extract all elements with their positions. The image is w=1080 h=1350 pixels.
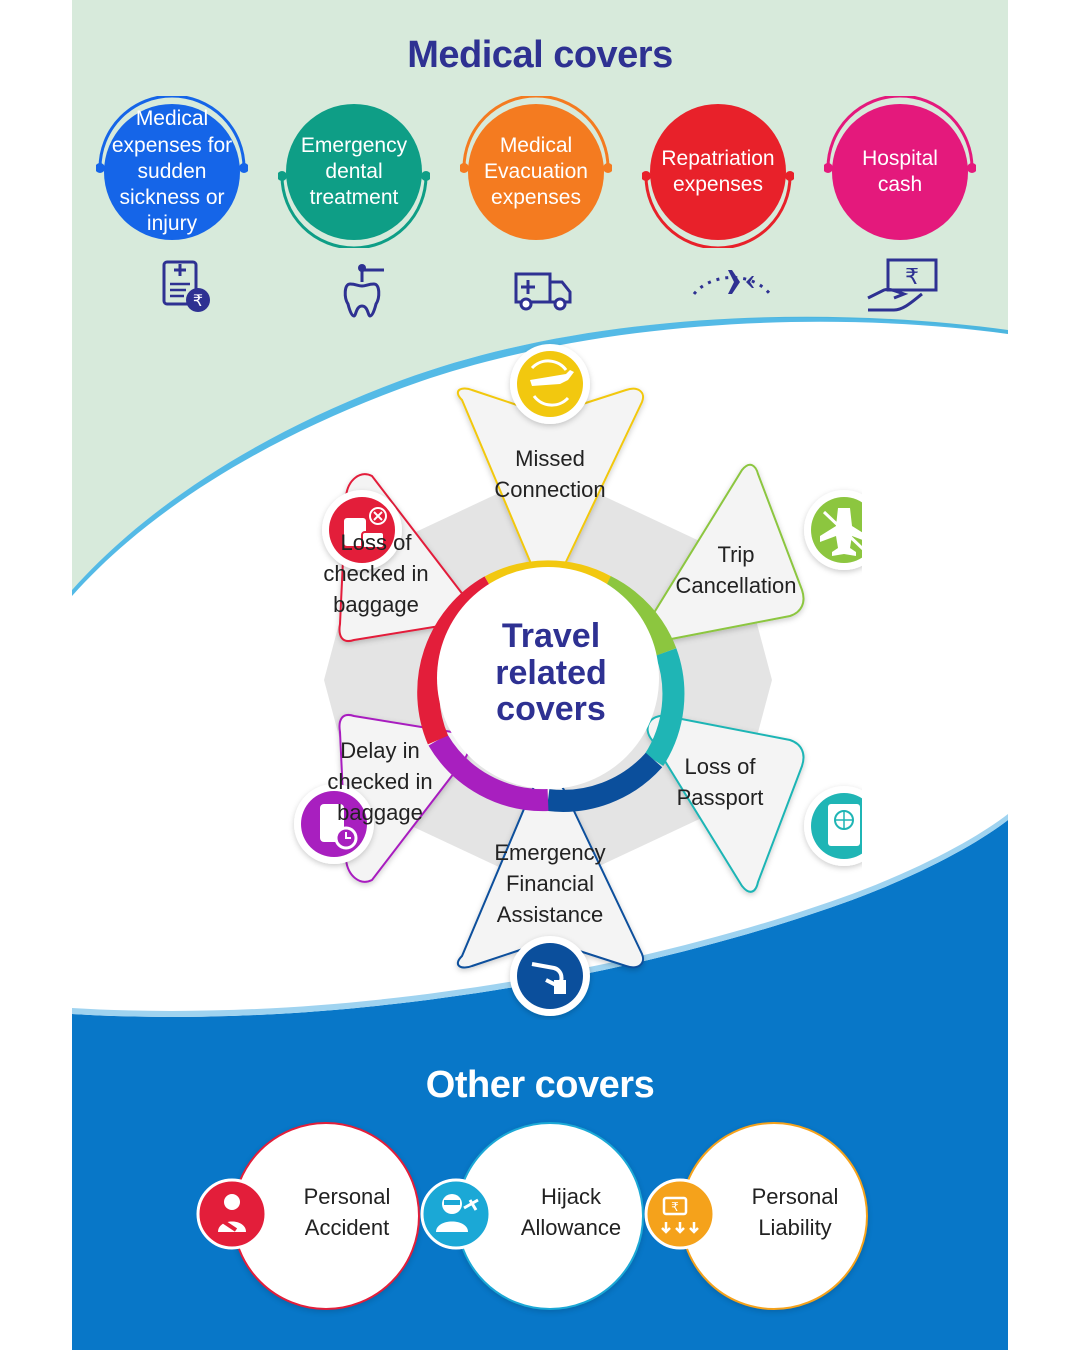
petal-label-loss-baggage: Loss of checked in baggage <box>323 530 429 617</box>
injured-person-icon <box>196 1178 268 1250</box>
medical-item-repatriation: Repatriation expenses <box>642 96 794 248</box>
other-item-personal-liability: Personal Liability ₹ <box>644 1122 868 1310</box>
other-item-label: Hijack Allowance <box>520 1184 622 1240</box>
tooth-drill-icon <box>343 264 384 318</box>
svg-text:₹: ₹ <box>193 291 203 310</box>
hand-cash-rupee-icon: ₹ <box>867 258 938 312</box>
ring-decoration <box>824 96 976 173</box>
petal-loss-passport <box>646 714 805 893</box>
emergency-cash-icon <box>510 936 590 1016</box>
petal-label-loss-passport: Loss of Passport <box>676 754 764 810</box>
ring-decoration <box>642 171 794 248</box>
other-item-hijack-allowance: Hijack Allowance <box>420 1122 644 1310</box>
cancelled-flight-icon <box>804 490 862 570</box>
ring-decoration <box>278 171 430 248</box>
svg-text:₹: ₹ <box>905 265 919 290</box>
hijacker-icon <box>420 1178 492 1250</box>
other-item-label: Personal Accident <box>303 1184 391 1240</box>
ambulance-icon <box>514 272 572 311</box>
travel-covers-diagram <box>294 344 862 1016</box>
petal-label-missed-connection: Missed Connection <box>494 446 606 502</box>
svg-text:₹: ₹ <box>671 1200 679 1214</box>
medical-bill-rupee-icon: ₹ <box>162 260 210 312</box>
petal-label-emergency-financial: Emergency Financial Assistance <box>494 840 606 927</box>
medical-item-label: Medical expenses for sudden sickness or … <box>104 104 240 240</box>
ring-decoration <box>96 96 248 173</box>
ring-decoration <box>460 96 612 173</box>
passport-icon <box>804 786 862 866</box>
medical-item-dental: Emergency dental treatment <box>278 96 430 248</box>
medical-covers-title: Medical covers <box>407 34 673 76</box>
petal-label-delay-baggage: Delay in checked in baggage <box>327 738 433 825</box>
liability-money-icon: ₹ <box>644 1178 716 1250</box>
missed-connection-icon <box>510 344 590 424</box>
medical-item-label: Medical Evacuation expenses <box>468 104 604 240</box>
other-item-label: Personal Liability <box>751 1184 839 1240</box>
infographic: Medical covers Medical expenses for sudd… <box>72 0 1008 1350</box>
other-item-personal-accident: Personal Accident <box>196 1122 420 1310</box>
petal-label-trip-cancellation: Trip Cancellation <box>675 542 797 598</box>
travel-center-title: Travel related covers <box>495 617 607 729</box>
medical-item-label: Repatriation expenses <box>650 104 786 240</box>
medical-item-label: Hospital cash <box>832 104 968 240</box>
medical-item-label: Emergency dental treatment <box>286 104 422 240</box>
lost-baggage-icon <box>322 490 402 570</box>
baggage-clock-icon <box>294 784 374 864</box>
medical-item-hospital-cash: Hospital cash <box>824 96 976 248</box>
medical-item-evacuation: Medical Evacuation expenses <box>460 96 612 248</box>
airplane-path-icon <box>692 270 772 296</box>
medical-item-expenses: Medical expenses for sudden sickness or … <box>96 96 248 248</box>
other-covers-title: Other covers <box>425 1064 655 1106</box>
